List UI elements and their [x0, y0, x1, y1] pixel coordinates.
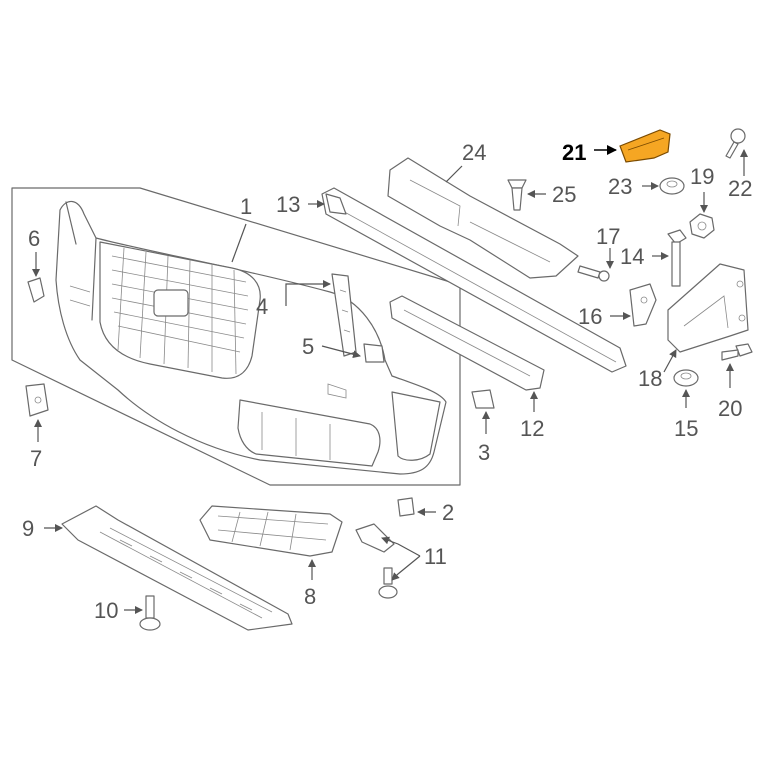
- callout-16: 16: [578, 304, 602, 329]
- callout-2: 2: [442, 500, 454, 525]
- part-3-clip: [471, 389, 495, 409]
- part-10-screw: [139, 595, 161, 631]
- callout-7: 7: [30, 446, 42, 471]
- bumper-cover: [55, 200, 447, 475]
- callout-8: 8: [304, 584, 316, 609]
- part-22-screw: [725, 128, 746, 159]
- part-8-lower-grille: [199, 505, 343, 557]
- callout-15: 15: [674, 416, 698, 441]
- callout-1: 1: [240, 194, 252, 219]
- part-11-bracket-and-screw: [355, 523, 398, 599]
- part-21-bracket-highlighted: [619, 129, 671, 163]
- callout-17: 17: [596, 224, 620, 249]
- callout-25: 25: [552, 182, 576, 207]
- part-13-impact-bar: [321, 187, 627, 373]
- callout-3: 3: [478, 440, 490, 465]
- part-7-plate: [25, 383, 49, 417]
- part-5-clip: [363, 343, 385, 363]
- part-12-absorber: [389, 295, 545, 391]
- leader-lines: [32, 145, 748, 614]
- part-23-nut: [659, 177, 685, 195]
- bumper-cover-panel: [11, 187, 461, 486]
- callout-23: 23: [608, 174, 632, 199]
- part-2-clip: [397, 497, 415, 517]
- callout-12: 12: [520, 416, 544, 441]
- callout-22: 22: [728, 176, 752, 201]
- part-18-mount-bracket: [667, 263, 749, 353]
- part-17-rivet: [577, 265, 610, 282]
- callout-6: 6: [28, 226, 40, 251]
- callout-19: 19: [690, 164, 714, 189]
- callout-labels: 1 2 3 4 5 6 7 8 9 10 11 12 13 14 15 16 1…: [22, 140, 752, 623]
- part-6-cover: [27, 277, 45, 303]
- callout-4: 4: [256, 294, 268, 319]
- callout-9: 9: [22, 516, 34, 541]
- part-25-pushpin: [507, 179, 527, 211]
- part-9-undertray: [61, 505, 293, 631]
- callout-20: 20: [718, 396, 742, 421]
- callout-11: 11: [424, 544, 447, 569]
- callout-21-highlighted: 21: [562, 140, 586, 165]
- part-15-nut: [673, 369, 699, 387]
- callout-5: 5: [302, 334, 314, 359]
- callout-24: 24: [462, 140, 486, 165]
- part-19-nut: [689, 213, 715, 239]
- part-20-bolt: [721, 343, 753, 361]
- part-24-absorber: [387, 157, 579, 279]
- callout-14: 14: [620, 244, 644, 269]
- part-16-bracket: [629, 283, 657, 327]
- callout-10: 10: [94, 598, 118, 623]
- callout-18: 18: [638, 366, 662, 391]
- callout-13: 13: [276, 192, 300, 217]
- part-14-bolt: [667, 229, 687, 287]
